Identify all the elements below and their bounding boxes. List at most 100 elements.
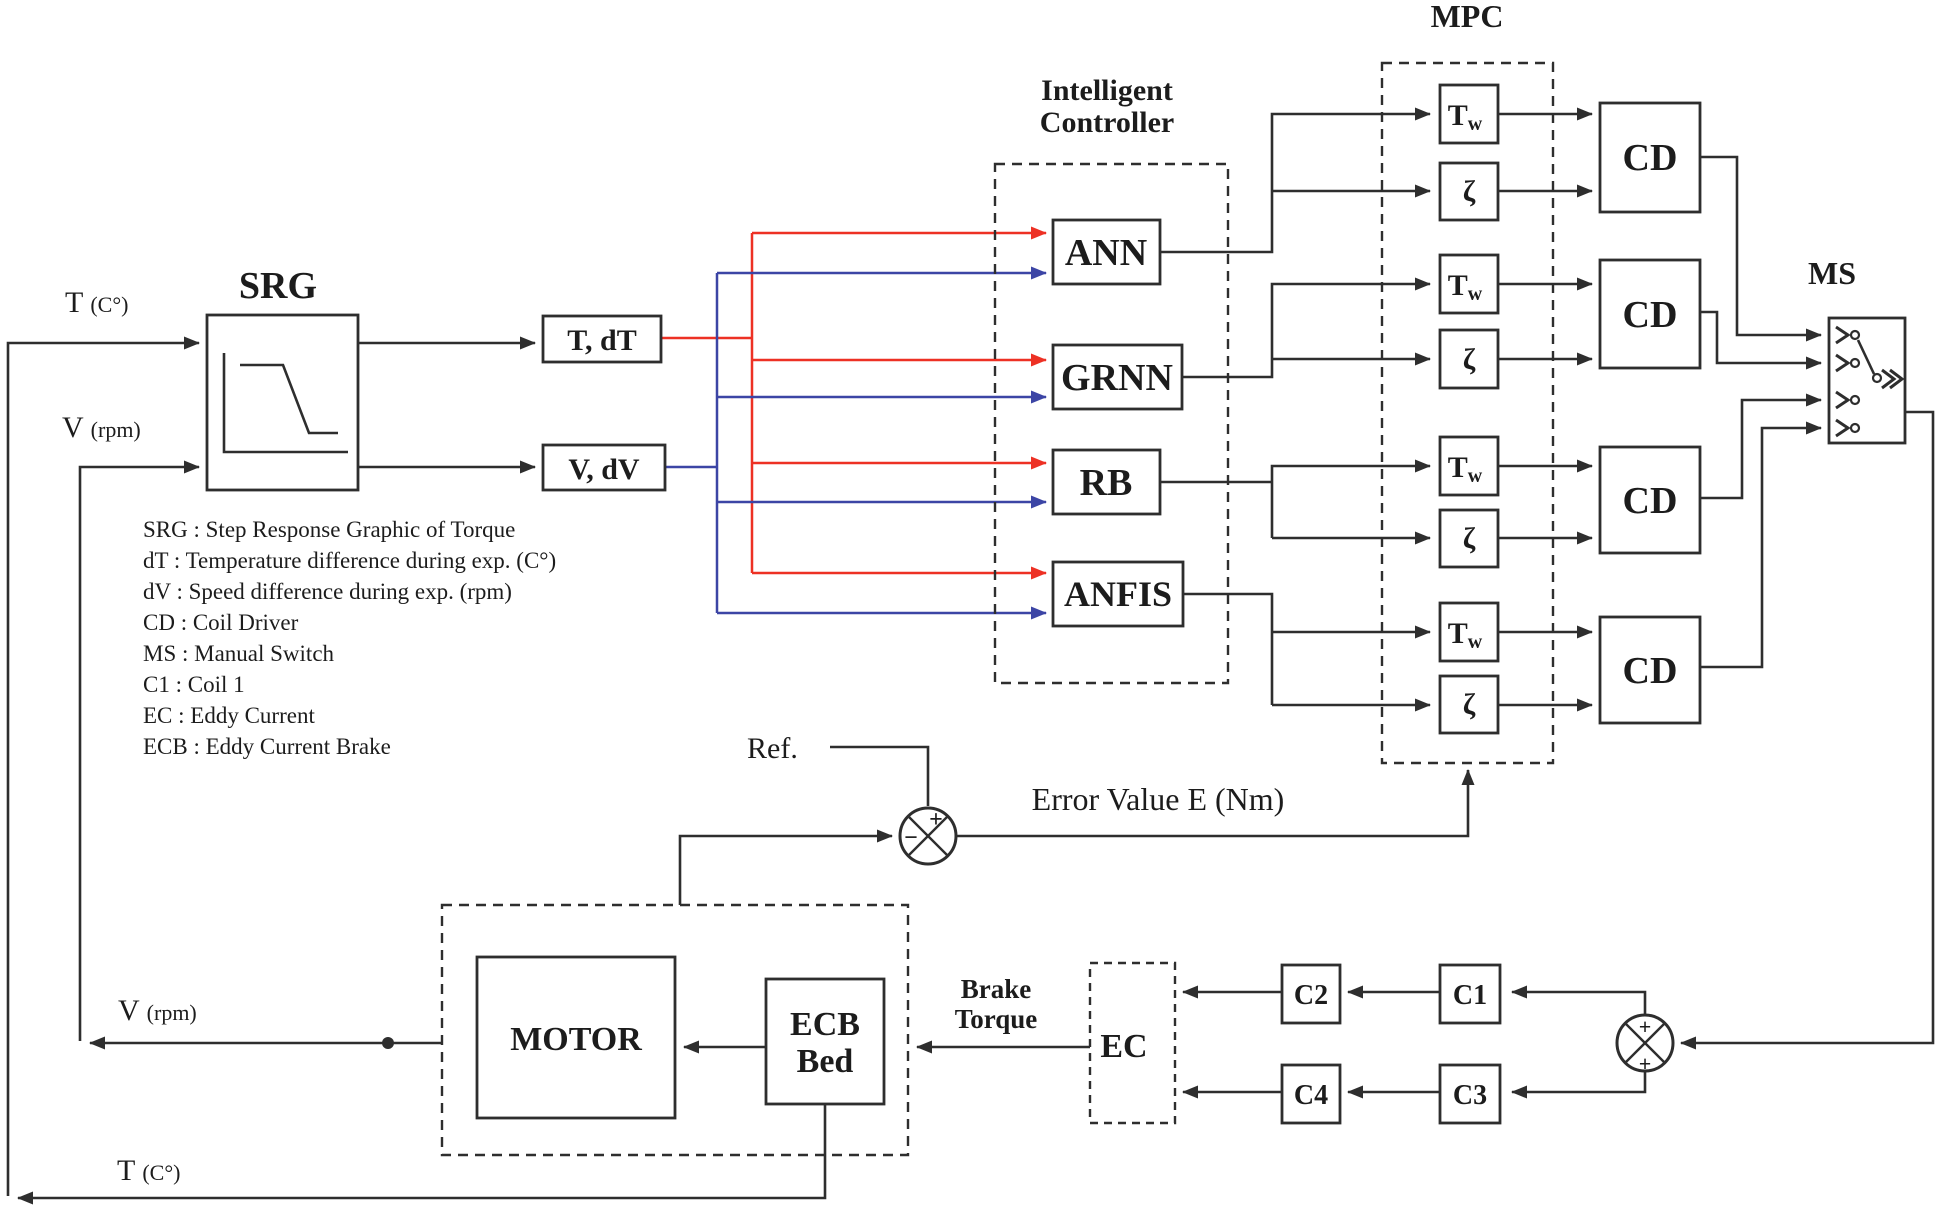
switch-wiper-arrow-icon <box>1889 368 1905 390</box>
cd2-block <box>1598 258 1702 370</box>
vdv-block <box>541 443 667 492</box>
switch-contact-icon <box>1849 422 1861 434</box>
zeta2-block <box>1438 328 1500 390</box>
tw-sub: w <box>1468 113 1483 135</box>
mpc-title: MPC <box>1431 0 1504 34</box>
tw-main: T <box>1448 269 1468 302</box>
red-bus <box>661 226 1047 580</box>
anfis-label: ANFIS <box>1064 574 1172 614</box>
zeta1-label: ζ <box>1463 175 1476 208</box>
motor-block <box>475 955 677 1120</box>
v-feedback-label: V (rpm) <box>118 994 197 1027</box>
zeta2-label: ζ <box>1463 343 1476 376</box>
tw-sub: w <box>1468 283 1483 305</box>
switch-contact-icon <box>1835 418 1851 438</box>
c1-block <box>1438 963 1502 1025</box>
c4-label: C4 <box>1294 1080 1328 1111</box>
ic-title-line2: Controller <box>1040 106 1174 139</box>
mpc-box <box>1380 61 1555 765</box>
c3-block <box>1438 1063 1502 1125</box>
c2-block <box>1280 963 1342 1025</box>
v-input-unit: (rpm) <box>91 417 141 442</box>
grnn-to-tw2-line <box>1182 277 1431 379</box>
t-input-unit: (C°) <box>90 292 128 317</box>
cd3-block <box>1598 445 1702 555</box>
ann-to-tw1-line <box>1160 107 1431 254</box>
intelligent-controller-box <box>993 162 1230 685</box>
sum-x-line <box>907 815 949 857</box>
ecb-bed-label-line2: Bed <box>797 1043 854 1080</box>
switch-contact-icon <box>1849 394 1861 406</box>
measured-torque-line <box>678 829 893 905</box>
error-sum-minus: − <box>904 825 918 851</box>
ic-title-line1: Intelligent <box>1041 74 1173 107</box>
coil-sum-plus-top: + <box>1639 1014 1652 1039</box>
legend-line: CD : Coil Driver <box>143 610 299 635</box>
v-feedback-junction-dot <box>382 1037 394 1049</box>
cd4-label: CD <box>1623 650 1678 692</box>
t-feedback-bottom-line <box>17 1104 827 1205</box>
error-sum-junction: + − <box>898 806 958 866</box>
legend-line: SRG : Step Response Graphic of Torque <box>143 517 515 542</box>
cd1-to-ms-line <box>1700 155 1822 342</box>
zeta3-block <box>1438 508 1500 569</box>
brake-torque-label-line2: Torque <box>955 1004 1038 1034</box>
solid-blocks <box>205 83 1907 1125</box>
error-to-mpc-line <box>956 769 1475 838</box>
legend: SRG : Step Response Graphic of Torque dT… <box>143 517 556 759</box>
tw-main: T <box>1448 617 1468 650</box>
cd2-label: CD <box>1623 294 1678 336</box>
srg-graph-curve <box>240 363 338 435</box>
legend-line: ECB : Eddy Current Brake <box>143 734 391 759</box>
tw-main: T <box>1448 99 1468 132</box>
vdv-label: V, dV <box>568 453 639 486</box>
c1-label: C1 <box>1453 980 1487 1011</box>
ms-output-line <box>1680 410 1935 1050</box>
tw1-label: Tw <box>1448 99 1483 135</box>
error-sum-plus: + <box>929 807 943 833</box>
switch-contact-icon <box>1849 357 1861 369</box>
tdt-label: T, dT <box>567 324 636 357</box>
v-feedback-main: V <box>118 994 140 1027</box>
v-feedback-unit: (rpm) <box>147 1000 197 1025</box>
tw3-label: Tw <box>1448 451 1483 487</box>
grnn-block <box>1051 343 1184 411</box>
v-input-main: V <box>62 411 84 444</box>
tw-sub: w <box>1468 465 1483 487</box>
tw-main: T <box>1448 451 1468 484</box>
srg-title: SRG <box>239 265 317 307</box>
cd3-label: CD <box>1623 480 1678 522</box>
dashed-containers <box>440 61 1555 1157</box>
grnn-label: GRNN <box>1061 357 1173 399</box>
legend-line: C1 : Coil 1 <box>143 672 245 697</box>
tw2-label: Tw <box>1448 269 1483 305</box>
zeta3-label: ζ <box>1463 522 1476 555</box>
tw4-block <box>1438 601 1500 663</box>
switch-contact-icon <box>1835 390 1851 410</box>
tw-sub: w <box>1468 631 1483 653</box>
coil-sum-junction: + + <box>1615 1013 1675 1076</box>
sum-to-c1-line <box>1511 985 1647 1015</box>
rb-block <box>1051 448 1162 516</box>
tw1-block <box>1438 83 1500 145</box>
labels: T(C°) V(rpm) SRG T, dT V, dV SRG : Step … <box>62 0 1856 1187</box>
t-input-main: T <box>65 286 83 319</box>
legend-line: dV : Speed difference during exp. (rpm) <box>143 579 512 604</box>
cd4-block <box>1598 615 1702 725</box>
ecb-bed-label-line1: ECB <box>790 1006 860 1043</box>
blue-bus <box>665 266 1047 620</box>
motor-label: MOTOR <box>510 1021 642 1058</box>
t-feedback-label: T(C°) <box>117 1154 180 1187</box>
switch-contact-icon <box>1835 325 1851 345</box>
ann-block <box>1051 218 1162 286</box>
zeta4-label: ζ <box>1463 688 1476 721</box>
v-input-label: V (rpm) <box>62 411 141 444</box>
ec-box <box>1088 961 1177 1125</box>
rb-label: RB <box>1080 462 1133 504</box>
cd1-block <box>1598 101 1702 214</box>
sum-x-line <box>1624 1022 1666 1064</box>
ref-label: Ref. <box>747 732 798 765</box>
coil-sum-plus-bottom: + <box>1639 1051 1652 1076</box>
